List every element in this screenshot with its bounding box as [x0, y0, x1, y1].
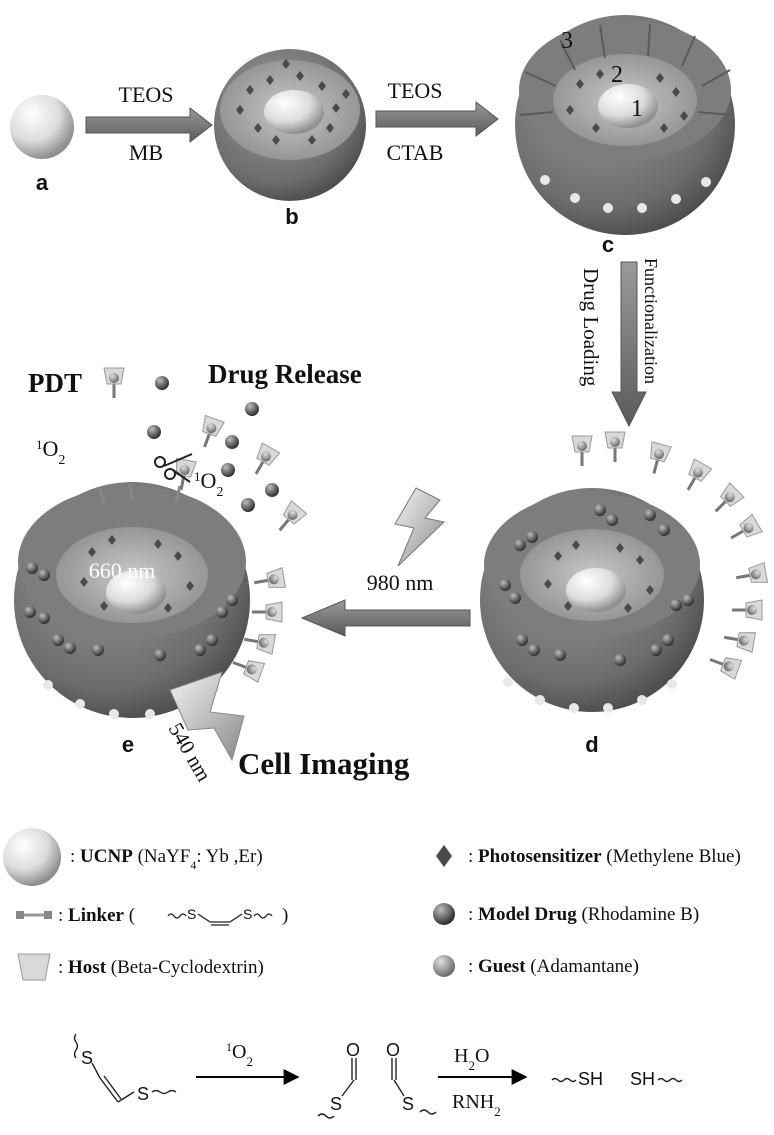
arrow-de-label: 980 nm [367, 570, 434, 595]
intermediate-o2: O [386, 1040, 400, 1060]
ucnp-core-a [10, 95, 74, 159]
intermediate-s1: S [330, 1094, 342, 1114]
arrow-cd-right-label: Functionalization [641, 258, 661, 384]
released-drug-beads-e [147, 376, 279, 512]
legend-model-drug: : Model Drug (Rhodamine B) [433, 903, 699, 925]
step-b: b [214, 49, 366, 229]
intermediate-o1: O [346, 1040, 360, 1060]
legend-host: : Host (Beta-Cyclodextrin) [17, 953, 264, 981]
drug-release-label: Drug Release [208, 359, 362, 389]
arrow-d-to-e: 980 nm [300, 487, 471, 637]
legend-linker-text: : Linker ( [58, 905, 135, 926]
arrow-ab-bottom-label: MB [129, 140, 163, 165]
layer-1-label: 1 [631, 96, 643, 122]
label-c: c [602, 232, 614, 257]
legend-guest: : Guest (Adamantane) [433, 955, 639, 977]
reactant-s2: S [137, 1084, 149, 1104]
pdt-label: PDT [28, 368, 82, 398]
cell-imaging-label: Cell Imaging [238, 746, 410, 781]
linker-structure [167, 913, 273, 926]
pore-holes-d [503, 677, 677, 713]
legend-model-drug-text: : Model Drug (Rhodamine B) [468, 904, 699, 925]
label-d: d [585, 732, 598, 757]
layer-3-label: 3 [561, 28, 573, 54]
reagent-water: H2O [454, 1045, 489, 1073]
linker-close: ) [282, 905, 288, 926]
legend-guest-text: : Guest (Adamantane) [468, 956, 639, 977]
core-e [106, 570, 166, 614]
step-d: d [480, 430, 770, 757]
ucnp-icon [3, 828, 61, 886]
linker-stubs-e [98, 483, 182, 505]
core-c [598, 84, 658, 128]
scissors-icon [154, 453, 193, 483]
arrow-a-to-b: TEOS MB [85, 82, 213, 165]
product-thiol-1: SH [578, 1069, 603, 1089]
intermediate-structure [317, 1058, 437, 1119]
step-a: a [10, 95, 74, 195]
drug-beads-d [499, 504, 694, 666]
linker-s2: S [243, 906, 252, 922]
pore-holes-c [540, 175, 711, 213]
product-thiol-2: SH [630, 1069, 655, 1089]
pore-lines-c [519, 23, 733, 116]
core-d [566, 568, 626, 612]
step-c: 3 2 1 c [515, 15, 735, 257]
reactant-s1: S [81, 1048, 93, 1068]
core-b [264, 90, 324, 134]
label-a: a [36, 170, 49, 195]
model-drug-icon [433, 903, 455, 925]
legend-linker: : Linker ( S S ) [16, 905, 288, 926]
arrow-c-to-d: Drug Loading Functionalization [579, 258, 661, 428]
drug-beads-e [24, 562, 238, 661]
legend-ucnp-text: : UCNP (NaYF4: Yb ,Er) [70, 846, 263, 872]
layer-2-label: 2 [611, 62, 623, 88]
singlet-oxygen-right: 1O2 [194, 468, 223, 500]
reactant-structure [73, 1033, 177, 1103]
legend-ucnp: : UCNP (NaYF4: Yb ,Er) [3, 828, 263, 886]
host-icon [17, 953, 51, 981]
label-e: e [122, 732, 134, 757]
label-b: b [285, 204, 298, 229]
linker-s1: S [187, 906, 196, 922]
reagent-amine: RNH2 [452, 1091, 501, 1119]
legend-photosensitizer: : Photosensitizer (Methylene Blue) [436, 845, 741, 867]
arrow-cd-left-label: Drug Loading [579, 268, 603, 387]
arrow-bc-top-label: TEOS [388, 78, 443, 103]
singlet-oxygen-left: 1O2 [36, 436, 65, 468]
arrow-bc-bottom-label: CTAB [387, 140, 444, 165]
legend: : UCNP (NaYF4: Yb ,Er) : Linker ( S [3, 828, 741, 981]
legend-host-text: : Host (Beta-Cyclodextrin) [58, 957, 264, 978]
arrow-b-to-c: TEOS CTAB [375, 78, 499, 165]
step-e: PDT Drug Release 1O2 1O2 660 nm 540 nm C… [14, 359, 410, 786]
guest-icon [433, 955, 455, 977]
reagent-singlet-oxygen: 1O2 [226, 1040, 253, 1069]
photosensitizer-icon [436, 845, 452, 867]
intermediate-s2: S [402, 1094, 414, 1114]
linker-icon [16, 911, 52, 919]
lightning-540-icon [169, 671, 245, 762]
product-wavy-1 [551, 1077, 577, 1083]
product-wavy-2 [657, 1077, 683, 1083]
legend-photosensitizer-text: : Photosensitizer (Methylene Blue) [468, 846, 741, 867]
emission-660-label: 660 nm [89, 558, 156, 583]
arrow-ab-top-label: TEOS [119, 82, 174, 107]
cleavage-reaction: S S 1O2 O O S S H2O RNH2 [73, 1033, 683, 1119]
lightning-980-icon [394, 487, 446, 567]
